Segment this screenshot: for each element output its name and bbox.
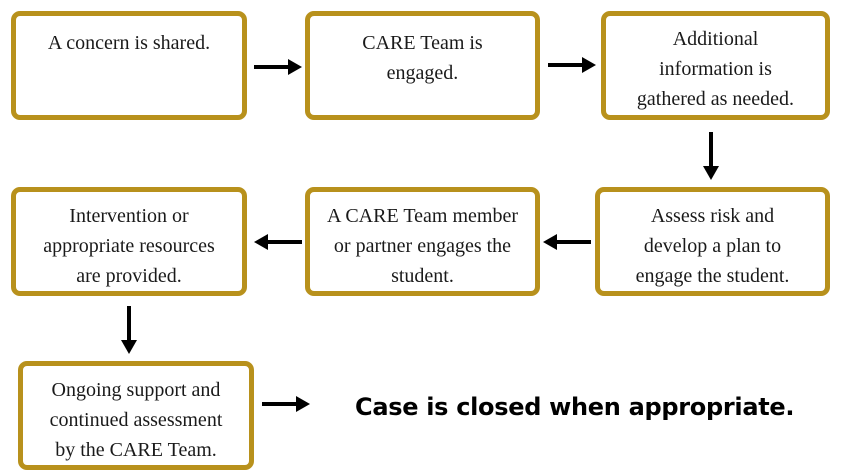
step-4-line-1: Assess risk and	[650, 205, 775, 227]
step-7-line-2: continued assessment	[49, 409, 223, 431]
step-7-text: Ongoing support and continued assessment…	[50, 375, 223, 465]
arrow-left-icon	[254, 234, 302, 250]
step-7-line-3: by the CARE Team.	[55, 439, 217, 461]
step-concern-shared: A concern is shared.	[11, 11, 247, 120]
step-6-line-3: are provided.	[76, 265, 182, 287]
arrow-left-icon	[543, 234, 591, 250]
step-5-line-2: or partner engages the	[333, 235, 512, 257]
step-6-line-1: Intervention or	[69, 205, 189, 227]
step-information-gathered: Additional information is gathered as ne…	[601, 11, 830, 120]
step-1-text: A concern is shared.	[47, 32, 211, 54]
arrow-right-icon	[262, 396, 310, 412]
step-4-text: Assess risk and develop a plan to engage…	[636, 201, 790, 291]
step-3-line-1: Additional	[672, 28, 759, 50]
step-3-line-3: gathered as needed.	[636, 88, 795, 110]
arrow-right-icon	[548, 57, 596, 73]
case-closed-statement: Case is closed when appropriate.	[355, 393, 795, 421]
step-6-text: Intervention or appropriate resources ar…	[43, 201, 215, 291]
arrow-down-icon	[121, 306, 137, 354]
step-assess-risk: Assess risk and develop a plan to engage…	[595, 187, 830, 296]
step-2-line-2: engaged.	[386, 62, 459, 84]
step-5-line-1: A CARE Team member	[327, 205, 518, 227]
step-4-line-3: engage the student.	[635, 265, 790, 287]
step-5-line-3: student.	[391, 265, 454, 287]
step-intervention-provided: Intervention or appropriate resources ar…	[11, 187, 247, 296]
step-7-line-1: Ongoing support and	[51, 379, 221, 401]
step-care-team-engaged: CARE Team is engaged.	[305, 11, 540, 120]
step-2-text: CARE Team is engaged.	[362, 28, 482, 88]
step-6-line-2: appropriate resources	[43, 235, 215, 257]
step-2-line-1: CARE Team is	[362, 32, 483, 54]
step-3-text: Additional information is gathered as ne…	[637, 24, 794, 114]
step-4-line-2: develop a plan to	[643, 235, 782, 257]
step-member-engages-student: A CARE Team member or partner engages th…	[305, 187, 540, 296]
step-5-text: A CARE Team member or partner engages th…	[327, 201, 518, 291]
arrow-down-icon	[703, 132, 719, 180]
step-3-line-2: information is	[659, 58, 772, 80]
step-ongoing-support: Ongoing support and continued assessment…	[18, 361, 254, 470]
arrow-right-icon	[254, 59, 302, 75]
